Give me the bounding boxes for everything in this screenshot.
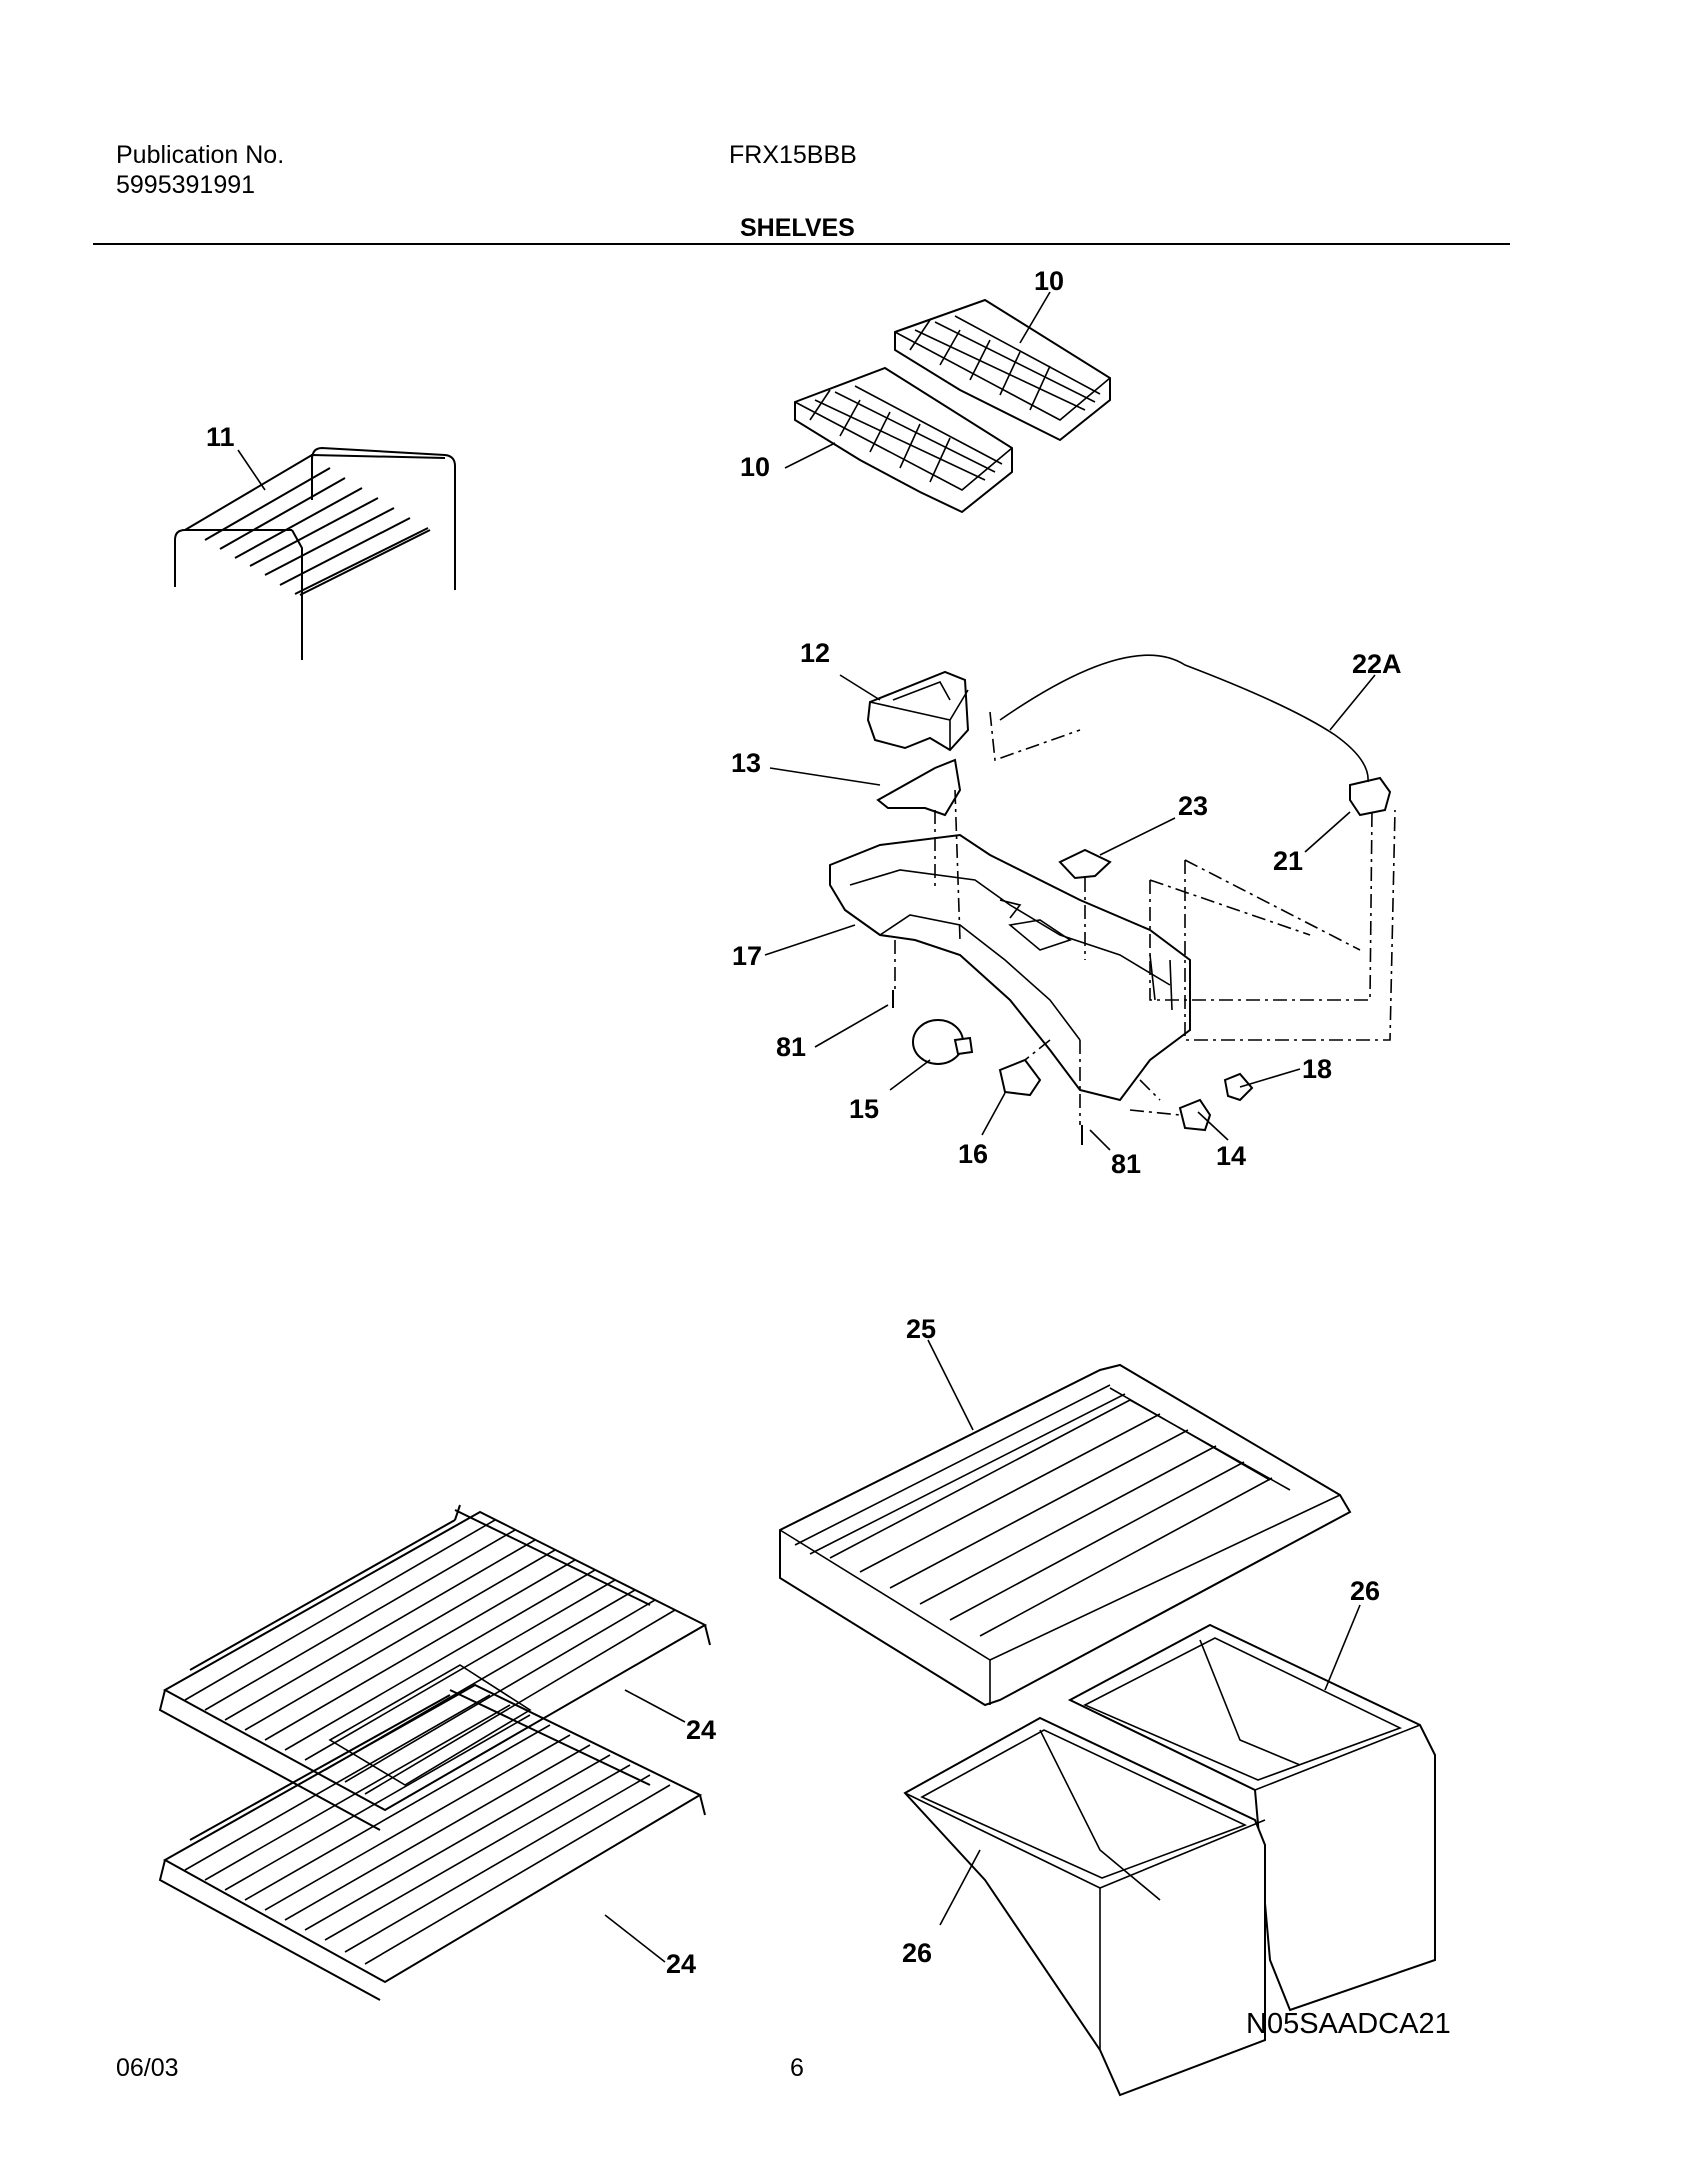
- crisper-drawers-illustration: [903, 1623, 1436, 2097]
- crisper-cover-illustration: [779, 1363, 1352, 1707]
- callout-81-right: 81: [1111, 1149, 1141, 1179]
- callout-24-upper: 24: [686, 1715, 716, 1745]
- callout-13: 13: [731, 748, 761, 778]
- callout-11: 11: [206, 422, 235, 452]
- section-title: SHELVES: [740, 214, 855, 242]
- publication-label: Publication No.: [116, 141, 285, 169]
- diagram-code: N05SAADCA21: [1246, 2008, 1451, 2040]
- callout-21: 21: [1273, 846, 1303, 876]
- callout-22a: 22A: [1352, 649, 1402, 679]
- model-number: FRX15BBB: [729, 141, 857, 169]
- leader-lines: [237, 291, 1376, 1963]
- callout-24-lower: 24: [666, 1949, 696, 1979]
- publication-number: 5995391991: [116, 171, 256, 199]
- header-rule: [93, 243, 1510, 245]
- footer-date: 06/03: [116, 2054, 179, 2082]
- ice-trays-illustration: [794, 298, 1111, 514]
- callout-81-left: 81: [776, 1032, 806, 1062]
- wire-shelves-illustration: [158, 1504, 711, 2001]
- page-number: 6: [790, 2054, 804, 2082]
- callout-18: 18: [1302, 1054, 1332, 1084]
- control-housing-illustration: [829, 654, 1396, 1145]
- callout-12: 12: [800, 638, 830, 668]
- callout-25: 25: [906, 1314, 936, 1344]
- callout-23: 23: [1178, 791, 1208, 821]
- callout-16: 16: [958, 1139, 988, 1169]
- callout-26-left: 26: [902, 1938, 932, 1968]
- callout-15: 15: [849, 1094, 879, 1124]
- callout-10-lower: 10: [740, 452, 770, 482]
- callout-10-upper: 10: [1034, 266, 1064, 296]
- callout-26-right: 26: [1350, 1576, 1380, 1606]
- freezer-shelf-illustration: [174, 446, 456, 660]
- callout-17: 17: [732, 941, 762, 971]
- callout-14: 14: [1216, 1141, 1246, 1171]
